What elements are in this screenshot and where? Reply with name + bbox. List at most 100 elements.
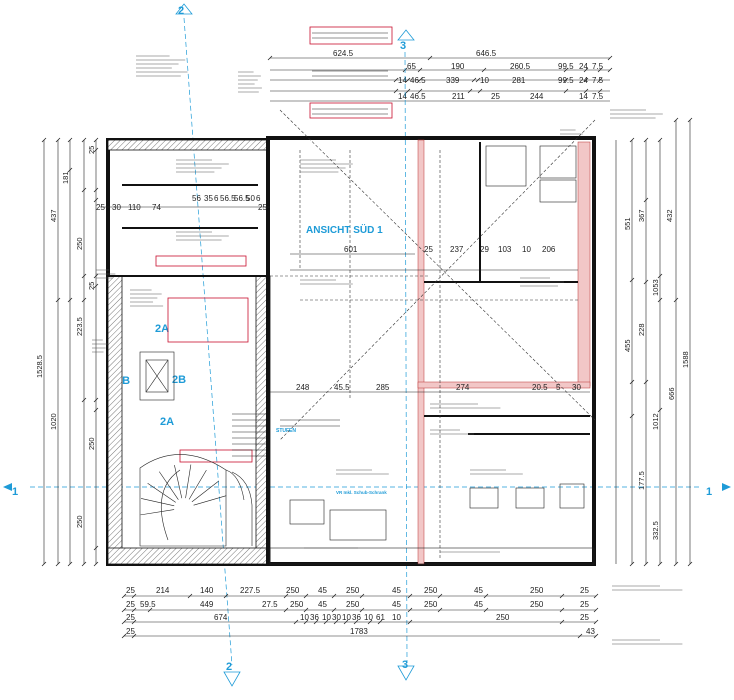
left-dim-5: 250 <box>75 237 84 250</box>
section-tag-3-top: 3 <box>400 40 406 52</box>
int-dim-a3: 74 <box>152 203 161 212</box>
top-dim-3-4: 281 <box>512 76 526 85</box>
int-dim-c5: 206 <box>542 245 556 254</box>
top-dim-4-6: 7.5 <box>592 92 604 101</box>
int-dim-a0: 25 <box>96 203 105 212</box>
top-dim-4-2: 211 <box>452 92 465 101</box>
int-dim-c2: 29 <box>480 245 489 254</box>
bot-dim-3-8: 10 <box>364 613 373 622</box>
int-dim-c0: 25 <box>424 245 433 254</box>
right-dim-7: 1053 <box>651 279 660 296</box>
right-dim-9: 177.5 <box>637 471 646 490</box>
int-dim-c3: 103 <box>498 245 512 254</box>
bot-dim-1-7: 45 <box>392 586 401 595</box>
bot-dim-2-4: 250 <box>290 600 304 609</box>
bot-dim-1-1: 214 <box>156 586 170 595</box>
bot-dim-3-5: 30 <box>332 613 341 622</box>
section-tag-2-top: 2 <box>178 5 184 17</box>
bottom-dimension-chains <box>121 593 599 639</box>
interior-dimensions: 25 30 110 74 56 35 6 56.5 56.5 50 6 25 6… <box>96 194 590 393</box>
bot-dim-2-0: 25 <box>126 600 135 609</box>
detail-tag-2a-upper: 2A <box>155 323 169 335</box>
int-dim-d5: 5 <box>556 383 561 392</box>
int-dim-a10: 6 <box>256 194 261 203</box>
bot-dim-4-0: 25 <box>126 627 135 636</box>
bot-dim-3-0: 25 <box>126 613 135 622</box>
top-dim-3-0: 14 <box>398 76 407 85</box>
left-dim-7: 250 <box>87 437 96 450</box>
bot-dim-2-7: 45 <box>392 600 401 609</box>
int-dim-d0: 248 <box>296 383 310 392</box>
top-dim-3-2: 339 <box>446 76 460 85</box>
bottom-dimension-labels: 25 214 140 227.5 250 45 250 45 250 45 25… <box>126 586 595 636</box>
int-dim-c4: 10 <box>522 245 531 254</box>
int-dim-a1: 30 <box>112 203 121 212</box>
top-dim-3-1: 46.5 <box>410 76 426 85</box>
bot-dim-3-1: 674 <box>214 613 228 622</box>
bot-dim-4-1: 1783 <box>350 627 368 636</box>
int-dim-a2: 110 <box>128 203 141 212</box>
bot-dim-3-4: 10 <box>322 613 331 622</box>
left-dim-3: 437 <box>49 209 58 222</box>
bot-dim-1-6: 250 <box>346 586 360 595</box>
top-dim-2-2: 260.5 <box>510 62 531 71</box>
int-dim-a4: 56 <box>192 194 201 203</box>
int-dim-a6: 6 <box>214 194 219 203</box>
bot-dim-1-11: 25 <box>580 586 589 595</box>
top-dim-4-5: 14 <box>579 92 588 101</box>
left-dimension-chains: 1528.5 1020 250 437 181 250 223.5 250 25… <box>35 137 99 567</box>
right-dimension-chains: 1588 666 551 367 432 455 228 1053 1012 1… <box>615 117 693 567</box>
section-tag-2-bottom: 2 <box>226 661 232 673</box>
top-dim-4-3: 25 <box>491 92 500 101</box>
detail-tag-2b-right: 2B <box>172 374 186 386</box>
top-red-notes <box>309 26 393 119</box>
int-dim-a5: 35 <box>204 194 213 203</box>
bot-dim-1-0: 25 <box>126 586 135 595</box>
top-dim-3-7: 7.5 <box>592 76 604 85</box>
top-dim-2-0: 65 <box>407 62 416 71</box>
top-dim-3-6: 24 <box>579 76 588 85</box>
bot-dim-4-2: 43 <box>586 627 595 636</box>
right-dim-10: 332.5 <box>651 521 660 540</box>
right-dim-6: 228 <box>637 323 646 336</box>
right-dim-1: 666 <box>667 387 676 400</box>
int-dim-b0: 601 <box>344 245 358 254</box>
top-dim-1-0: 624.5 <box>333 49 354 58</box>
annotation-scribbles <box>92 55 683 645</box>
right-dim-3: 367 <box>637 209 646 222</box>
bot-dim-2-11: 25 <box>580 600 589 609</box>
top-dim-2-5: 7.5 <box>592 62 604 71</box>
int-dim-c1: 237 <box>450 245 464 254</box>
int-dim-d2: 285 <box>376 383 390 392</box>
bot-dim-1-2: 140 <box>200 586 214 595</box>
top-dim-4-1: 46.5 <box>410 92 426 101</box>
int-dim-a11: 25 <box>258 203 267 212</box>
bot-dim-3-2: 10 <box>300 613 309 622</box>
section-tag-3-bottom: 3 <box>402 659 408 671</box>
left-dim-8: 25 <box>87 282 96 290</box>
bot-dim-3-7: 36 <box>352 613 361 622</box>
bot-dim-1-9: 45 <box>474 586 483 595</box>
left-dim-0: 1528.5 <box>35 355 44 378</box>
bot-dim-3-9: 61 <box>376 613 385 622</box>
int-dim-d3: 274 <box>456 383 470 392</box>
int-dim-a9: 50 <box>246 194 255 203</box>
detail-tag-2a-lower: 2A <box>160 416 174 428</box>
int-dim-d6: 30 <box>572 383 581 392</box>
bot-dim-3-3: 36 <box>310 613 319 622</box>
section-tag-1-left: 1 <box>12 486 18 498</box>
bot-dim-3-12: 25 <box>580 613 589 622</box>
left-dim-9: 25 <box>87 146 96 154</box>
bot-dim-1-5: 45 <box>318 586 327 595</box>
top-dim-2-1: 190 <box>451 62 465 71</box>
bot-dim-1-10: 250 <box>530 586 544 595</box>
stufen-label: STUFEN <box>276 428 296 434</box>
top-dim-3-3: 10 <box>480 76 489 85</box>
bot-dim-2-2: 449 <box>200 600 214 609</box>
bot-dim-2-10: 250 <box>530 600 544 609</box>
left-dim-1: 1020 <box>49 413 58 430</box>
view-title: ANSICHT SÜD 1 <box>306 223 383 236</box>
left-dim-4: 181 <box>61 171 70 184</box>
bot-dim-2-9: 45 <box>474 600 483 609</box>
